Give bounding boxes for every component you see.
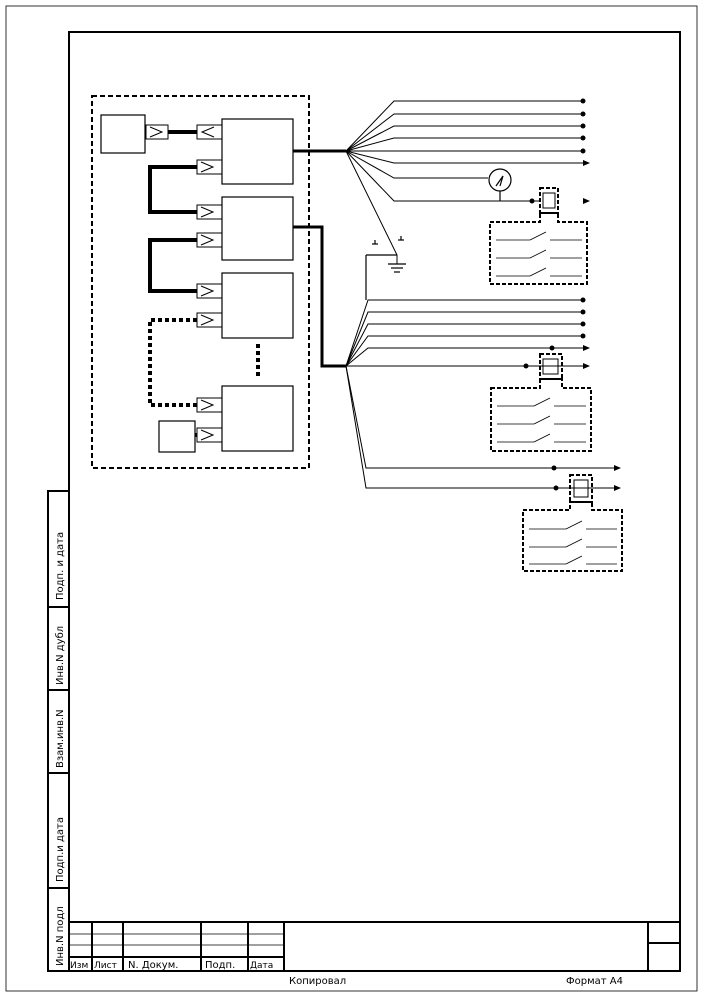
side-label-sign-date-1: Подп. и дата xyxy=(55,532,66,600)
title-col-doc-no: N. Докум. xyxy=(128,960,178,971)
title-col-signature: Подп. xyxy=(205,960,235,971)
fanout-group-2 xyxy=(345,299,614,489)
interconnect-cables xyxy=(148,130,260,437)
relay-box-3 xyxy=(522,474,623,572)
sheet-outer-border xyxy=(5,5,698,992)
side-label-orig-inv: Инв.N подл xyxy=(55,906,66,966)
footer-copied-by: Копировал xyxy=(289,976,346,987)
fanout-group-1 xyxy=(345,100,583,264)
terminator-block xyxy=(158,420,196,453)
relay-box-1 xyxy=(489,187,588,285)
relay-box-2 xyxy=(490,353,592,452)
module-blocks xyxy=(221,118,294,452)
module-3 xyxy=(221,272,294,339)
side-label-repl-inv: Взам.инв.N xyxy=(55,709,66,768)
connector-symbols xyxy=(145,124,223,443)
module-4 xyxy=(221,385,294,452)
footer-format: Формат А4 xyxy=(566,976,623,987)
title-col-sheet: Лист xyxy=(94,961,117,971)
title-col-change: Изм xyxy=(70,961,88,971)
title-block xyxy=(69,921,680,971)
side-strip xyxy=(47,490,70,972)
trunk-cables xyxy=(293,149,346,368)
side-label-dup-inv: Инв.N дубл xyxy=(55,626,66,685)
cabinet-enclosure xyxy=(91,95,310,469)
lamp-symbol xyxy=(488,168,512,201)
source-block xyxy=(100,114,146,154)
module-2 xyxy=(221,196,294,261)
title-col-date: Дата xyxy=(250,961,273,971)
fanout-group-2-terminals xyxy=(523,297,621,491)
fanout-group-1-terminals xyxy=(529,98,590,204)
side-label-sign-date-2: Подп.и дата xyxy=(55,817,66,882)
module-1 xyxy=(221,118,294,185)
ground-symbol xyxy=(365,236,406,300)
